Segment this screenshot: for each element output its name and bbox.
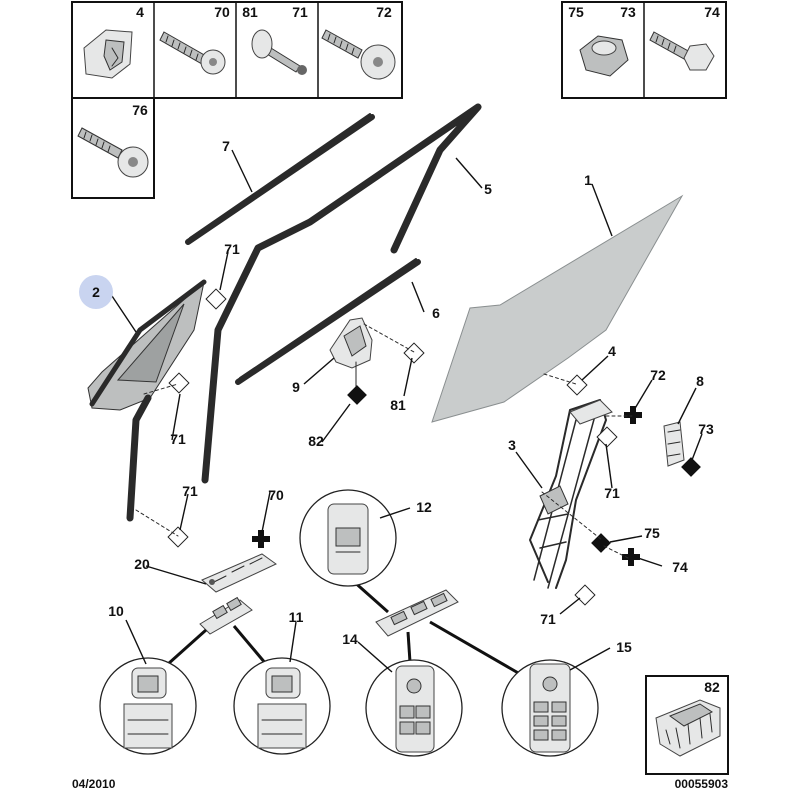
callout-75: 75 bbox=[644, 525, 660, 541]
rivet-icon bbox=[251, 29, 307, 75]
fastener-label-72: 72 bbox=[376, 4, 392, 20]
ref-75-marker bbox=[591, 533, 611, 553]
screw-icon bbox=[649, 31, 715, 71]
nut-label-75: 75 bbox=[568, 4, 584, 20]
ref-4-marker bbox=[566, 374, 588, 396]
callout-14: 14 bbox=[342, 631, 358, 647]
part-1-door-glass[interactable] bbox=[431, 194, 684, 423]
nut-cell-74[interactable]: 74 bbox=[649, 4, 720, 71]
clip-icon bbox=[83, 29, 133, 79]
ref-markers bbox=[167, 288, 701, 606]
leader-lines bbox=[111, 149, 703, 673]
part-2-quarter-window[interactable] bbox=[87, 279, 207, 411]
detail-circle-12[interactable] bbox=[299, 489, 397, 587]
callout-7: 7 bbox=[222, 138, 230, 154]
inset-82[interactable]: 82 bbox=[645, 675, 729, 775]
screw-icon bbox=[159, 31, 226, 75]
callout-10: 10 bbox=[108, 603, 124, 619]
ref-71-marker bbox=[596, 426, 618, 448]
detail-circle-14[interactable] bbox=[365, 659, 463, 757]
footer-ref: 00055903 bbox=[675, 777, 729, 791]
ref-71-marker bbox=[167, 526, 189, 548]
fastener-cell-70[interactable]: 70 bbox=[159, 4, 230, 75]
fastener-label-81: 81 bbox=[242, 4, 258, 20]
part-7-waist-strip[interactable] bbox=[185, 113, 375, 245]
switch-unit-master[interactable] bbox=[375, 589, 459, 637]
ref-82-marker bbox=[347, 385, 367, 405]
screw-icon bbox=[321, 29, 396, 80]
fastener-cell-76-border bbox=[71, 97, 155, 199]
ref-72-cross-marker bbox=[624, 406, 642, 424]
part-9-bracket[interactable] bbox=[329, 317, 373, 393]
nut-icon bbox=[579, 35, 629, 77]
callout-73: 73 bbox=[698, 421, 714, 437]
fastener-panel: 4 70 81 71 bbox=[71, 1, 403, 199]
screw-icon bbox=[77, 127, 149, 178]
callouts: 2 7 1 5 6 71 71 71 9 81 82 70 12 20 4 72… bbox=[79, 138, 714, 655]
ref-71-marker bbox=[205, 288, 227, 310]
part-20-mounting-plate[interactable] bbox=[201, 553, 277, 593]
callout-74: 74 bbox=[672, 559, 688, 575]
ref-81-marker bbox=[403, 342, 425, 364]
callout-20: 20 bbox=[134, 556, 150, 572]
ref-71-marker bbox=[574, 584, 596, 606]
callout-2-highlight bbox=[79, 275, 113, 309]
nut-label-73: 73 bbox=[620, 4, 636, 20]
fastener-panel-border bbox=[71, 1, 403, 99]
callout-4: 4 bbox=[608, 343, 616, 359]
callout-6: 6 bbox=[432, 305, 440, 321]
fastener-label-4: 4 bbox=[136, 4, 144, 20]
callout-12: 12 bbox=[416, 499, 432, 515]
callout-82: 82 bbox=[308, 433, 324, 449]
footer-date: 04/2010 bbox=[72, 777, 116, 791]
ref-71-marker bbox=[168, 372, 190, 394]
rear-channel[interactable] bbox=[126, 394, 152, 522]
part-3-window-regulator[interactable] bbox=[529, 399, 613, 589]
callout-15: 15 bbox=[616, 639, 632, 655]
callout-8: 8 bbox=[696, 373, 704, 389]
nut-cell-75-73[interactable]: 75 73 bbox=[568, 4, 636, 77]
nut-panel: 75 73 74 bbox=[561, 1, 727, 99]
detail-circle-11[interactable] bbox=[233, 657, 331, 755]
callout-71-b: 71 bbox=[170, 431, 186, 447]
inset-82-label: 82 bbox=[704, 679, 720, 695]
ref-74-cross-marker bbox=[622, 548, 640, 566]
fastener-cell-4[interactable]: 4 bbox=[83, 4, 144, 79]
callout-72: 72 bbox=[650, 367, 666, 383]
part-8-guide[interactable] bbox=[663, 421, 685, 467]
nut-label-74: 74 bbox=[704, 4, 720, 20]
callout-3: 3 bbox=[508, 437, 516, 453]
callout-11: 11 bbox=[289, 609, 304, 625]
part-5-glass-run-seal[interactable] bbox=[201, 103, 482, 484]
inset-82-border bbox=[645, 675, 729, 775]
callout-1: 1 bbox=[584, 172, 592, 188]
callout-71-d: 71 bbox=[604, 485, 620, 501]
callout-5: 5 bbox=[484, 181, 492, 197]
callout-71-c: 71 bbox=[182, 483, 198, 499]
detail-circle-10[interactable] bbox=[99, 657, 197, 755]
callout-81: 81 bbox=[390, 397, 406, 413]
ref-70-cross-marker bbox=[252, 530, 270, 548]
switch-unit-small[interactable] bbox=[199, 596, 253, 635]
fastener-cell-72[interactable]: 72 bbox=[321, 4, 396, 80]
callout-2: 2 bbox=[92, 284, 100, 300]
fastener-cell-81-71[interactable]: 81 71 bbox=[242, 4, 308, 75]
callout-70: 70 bbox=[268, 487, 284, 503]
callout-71-e: 71 bbox=[540, 611, 556, 627]
callout-9: 9 bbox=[292, 379, 300, 395]
fastener-label-71: 71 bbox=[292, 4, 308, 20]
callout-71-a: 71 bbox=[224, 241, 240, 257]
part-6-inner-waist-seal[interactable] bbox=[235, 258, 421, 385]
fastener-label-70: 70 bbox=[214, 4, 230, 20]
grommet-icon bbox=[655, 699, 721, 757]
ref-73-marker bbox=[681, 457, 701, 477]
fastener-label-76: 76 bbox=[132, 102, 148, 118]
detail-circle-15[interactable] bbox=[501, 659, 599, 757]
fastener-cell-76[interactable]: 76 bbox=[77, 102, 149, 178]
